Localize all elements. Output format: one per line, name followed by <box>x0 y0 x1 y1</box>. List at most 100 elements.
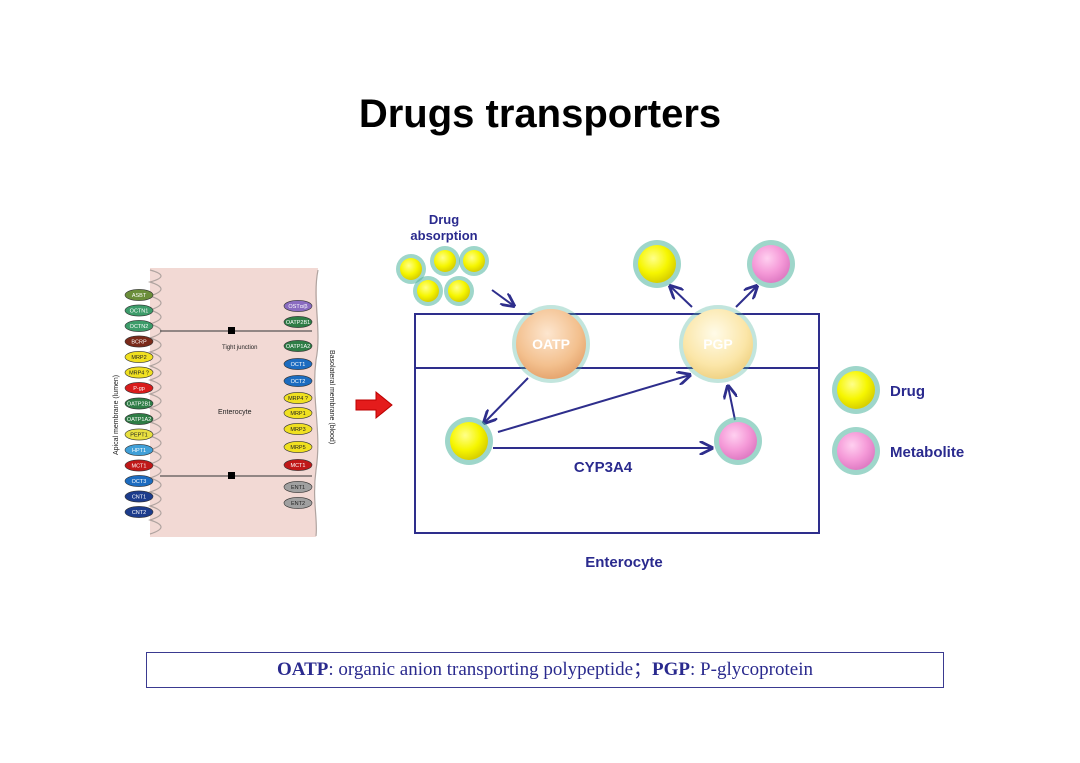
basolateral-membrane <box>314 269 319 537</box>
transporter-label: OCT2 <box>291 379 306 385</box>
basolateral-transporter: MRP3 <box>283 423 313 435</box>
transporter-label: MRP3 <box>290 427 305 433</box>
oatp-transporter <box>516 309 586 379</box>
legend: Drug Metabolite <box>832 366 964 475</box>
drug-icon <box>434 250 456 272</box>
transporter-label: ENT2 <box>291 501 305 507</box>
oatp-abbr: OATP <box>277 659 329 680</box>
basolateral-transporter: OATP2B1 <box>283 316 313 328</box>
abbreviation-footnote: OATP: organic anion transporting polypep… <box>146 652 944 688</box>
apical-transporter: CNT1 <box>124 490 154 503</box>
oatp-to-drug-arrow <box>484 377 529 423</box>
transporter-label: PEPT1 <box>130 433 147 439</box>
apical-transporter: ASBT <box>124 289 154 301</box>
apical-transporter: OATP2B1 <box>124 397 154 410</box>
apical-transporter: BCRP <box>124 335 154 348</box>
apical-transporter: OCTN2 <box>124 320 154 332</box>
apical-transporter: OATP1A2 <box>124 413 154 425</box>
transporter-label: MRP4 ? <box>288 396 308 402</box>
basolateral-transporter: ENT2 <box>283 497 313 509</box>
apical-transporter: OCTN1 <box>124 304 154 317</box>
basolateral-transporter: MRP1 <box>283 407 313 419</box>
apical-transporter: P-gp <box>124 382 154 394</box>
transporter-label: OCT1 <box>291 362 306 368</box>
transporter-label: P-gp <box>133 386 145 392</box>
basolateral-membrane-label: Basolateral membrane (blood) <box>328 350 335 444</box>
legend-metabolite-icon <box>837 432 875 470</box>
legend-metabolite-label: Metabolite <box>890 444 964 461</box>
basolateral-transporter: MCT1 <box>283 459 313 471</box>
transporter-label: OATP1A2 <box>286 344 310 350</box>
basolateral-transporter: OSTα/β <box>283 300 313 312</box>
effluxed-drug-icon <box>638 245 676 283</box>
slide-title: Drugs transporters <box>358 92 722 136</box>
drug-to-pgp-arrow <box>497 375 690 433</box>
transporter-label: OATP1A2 <box>127 417 151 423</box>
pgp-efflux-metabolite-arrow <box>735 286 757 308</box>
transporter-label: OCT3 <box>132 479 147 485</box>
pgp-transporter <box>683 309 753 379</box>
legend-drug-icon <box>837 371 875 409</box>
drug-icon <box>400 258 422 280</box>
transporter-label: MCT1 <box>132 464 147 470</box>
transporter-label: MRP1 <box>290 411 305 417</box>
transporter-label: OATP2B1 <box>127 402 151 408</box>
transporter-label: ASBT <box>132 293 147 299</box>
effluxed-metabolite-icon <box>752 245 790 283</box>
tight-junction-top <box>228 327 235 334</box>
tissue-background <box>150 268 319 537</box>
apical-membrane <box>147 269 162 535</box>
illustration-cell-label: Enterocyte <box>218 409 252 416</box>
intracellular-metabolite-icon <box>719 422 757 460</box>
enterocyte-illustration: Tight junction Enterocyte Apical membran… <box>113 268 335 537</box>
pgp-label: PGP <box>703 336 733 352</box>
transporter-label: HPT1 <box>132 448 146 454</box>
tight-junction-label: Tight junction <box>222 345 257 351</box>
apical-transporter: MCT1 <box>124 459 154 472</box>
transporter-label: MRP4 ? <box>129 371 149 377</box>
transporter-label: MRP2 <box>131 355 146 361</box>
legend-drug-label: Drug <box>890 383 925 400</box>
transporter-label: MCT1 <box>291 463 306 469</box>
apical-membrane-label: Apical membrane (lumen) <box>113 375 120 455</box>
apical-transporter: OCT3 <box>124 475 154 487</box>
pgp-abbr: PGP <box>652 659 691 680</box>
cyp3a4-label: CYP3A4 <box>574 459 633 476</box>
transporter-label: ENT1 <box>291 485 305 491</box>
transporter-label: OATP2B1 <box>286 320 310 326</box>
basolateral-transporter: OATP1A2 <box>283 340 313 352</box>
transporter-label: CNT1 <box>132 495 146 501</box>
apical-transporter: CNT2 <box>124 506 154 518</box>
enterocyte-box <box>414 313 820 534</box>
transporter-label: CNT2 <box>132 510 146 516</box>
tight-junction-bottom <box>228 472 235 479</box>
pgp-efflux-drug-arrow <box>670 286 693 308</box>
transporter-label: BCRP <box>131 340 147 346</box>
drug-icon <box>417 280 439 302</box>
basolateral-transporter: MRP4 ? <box>283 392 313 404</box>
red-arrow-icon <box>355 390 393 420</box>
apical-transporter: MRP4 ? <box>124 366 154 379</box>
apical-transporter: PEPT1 <box>124 428 154 441</box>
pgp-definition: : P-glycoprotein <box>690 659 813 680</box>
drug-cluster <box>396 246 489 306</box>
enterocyte-label: Enterocyte <box>585 554 663 571</box>
intracellular-drug-icon <box>450 422 488 460</box>
transporter-label: OCTN1 <box>130 309 149 315</box>
basolateral-transporter: OCT1 <box>283 358 313 370</box>
transporter-label: OSTα/β <box>288 304 307 310</box>
metabolite-to-pgp-arrow <box>728 386 735 421</box>
basolateral-transporter: MRP5 <box>283 441 313 453</box>
basolateral-transporter: ENT1 <box>283 481 313 493</box>
drug-icon <box>463 250 485 272</box>
apical-transporter: MRP2 <box>124 351 154 363</box>
absorption-arrow <box>491 289 514 306</box>
transporter-label: MRP5 <box>290 445 305 451</box>
drug-icon <box>448 280 470 302</box>
oatp-definition: : organic anion transporting polypeptide… <box>328 659 653 680</box>
apical-transporter: HPT1 <box>124 444 154 456</box>
